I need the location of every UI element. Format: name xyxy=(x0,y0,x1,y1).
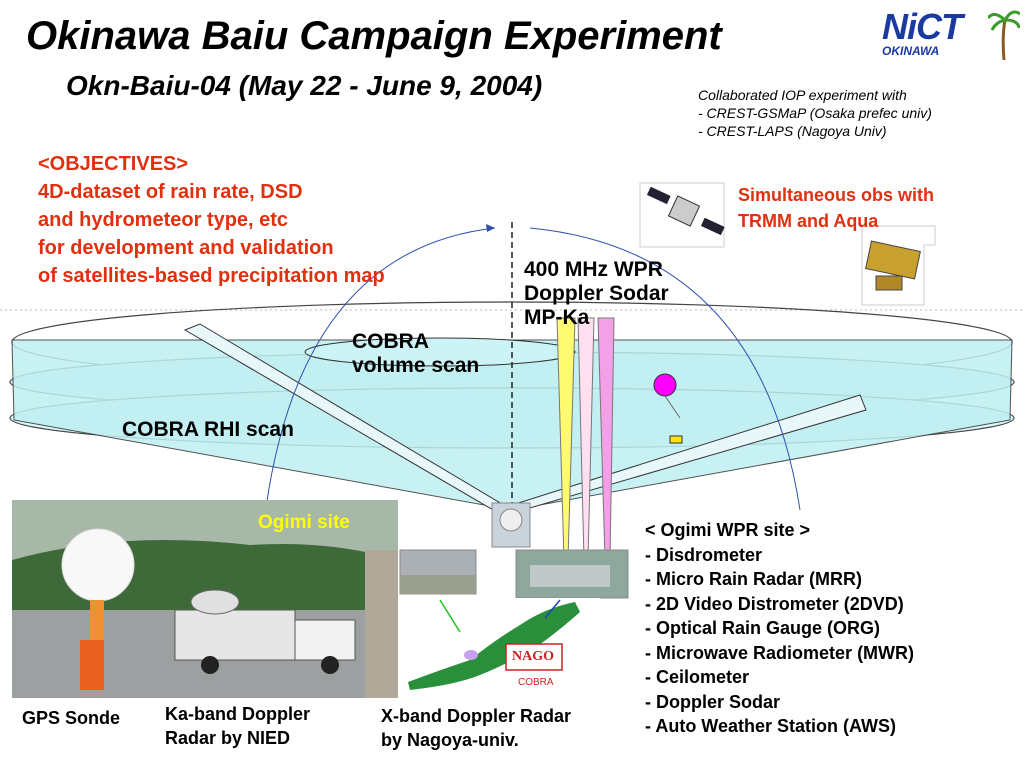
cobra-rhi-label: COBRA RHI scan xyxy=(122,418,294,441)
site-item: - Auto Weather Station (AWS) xyxy=(645,716,896,736)
simultaneous-obs-note: Simultaneous obs with TRMM and Aqua xyxy=(738,182,934,234)
ogimi-wpr-site-list: < Ogimi WPR site > - Disdrometer - Micro… xyxy=(645,518,914,739)
page-title: Okinawa Baiu Campaign Experiment xyxy=(26,14,722,58)
map-nago-label: NAGO xyxy=(512,649,554,664)
cobra-volume-line: volume scan xyxy=(352,354,480,377)
instrument-label: 400 MHz WPR xyxy=(524,258,663,281)
site-item: - Optical Rain Gauge (ORG) xyxy=(645,618,881,638)
scan-arc-right xyxy=(529,227,801,511)
cobra-volume-ellipse xyxy=(304,337,576,367)
scan-arc-left xyxy=(264,227,496,516)
site-item: - Ceilometer xyxy=(645,667,750,687)
map-cobra-label: COBRA xyxy=(518,677,554,688)
site-item: - Microwave Radiometer (MWR) xyxy=(645,642,915,663)
nict-logo: NiCT OKINAWA xyxy=(880,6,1020,60)
x-band-caption-line: X-band Doppler Radar xyxy=(381,706,572,726)
ka-band-caption-line: Radar by NIED xyxy=(165,728,291,748)
x-band-caption: X-band Doppler Radar by Nagoya-univ. xyxy=(381,704,571,752)
palm-tree-icon xyxy=(988,10,1020,60)
site-item: - 2D Video Distrometer (2DVD) xyxy=(645,593,904,614)
cobra-volume-line: COBRA xyxy=(352,330,429,353)
collaboration-line: Collaborated IOP experiment with xyxy=(698,87,907,103)
collaboration-line: - CREST-LAPS (Nagoya Univ) xyxy=(698,123,887,139)
site-item: - Micro Rain Radar (MRR) xyxy=(645,569,863,589)
objectives-line: for development and validation xyxy=(38,237,334,259)
collaboration-note: Collaborated IOP experiment with - CREST… xyxy=(698,86,932,140)
ogimi-site-photos xyxy=(399,549,629,599)
vertical-instruments-label: 400 MHz WPR Doppler Sodar MP-Ka xyxy=(524,258,669,330)
objectives-heading: <OBJECTIVES> xyxy=(38,153,189,175)
okinawa-map xyxy=(400,598,600,692)
simultaneous-line: Simultaneous obs with xyxy=(738,185,935,205)
objectives-line: of satellites-based precipitation map xyxy=(38,265,385,287)
instrument-label: Doppler Sodar xyxy=(524,282,669,305)
site-item: - Doppler Sodar xyxy=(645,691,781,712)
logo-sub-text: OKINAWA xyxy=(882,44,940,58)
objectives-line: 4D-dataset of rain rate, DSD xyxy=(38,181,303,203)
page-subtitle: Okn-Baiu-04 (May 22 - June 9, 2004) xyxy=(66,70,543,101)
objectives-line: and hydrometeor type, etc xyxy=(38,209,289,231)
site-heading: < Ogimi WPR site > xyxy=(645,520,811,540)
balloon-symbol xyxy=(653,373,677,397)
gps-sonde-caption: GPS Sonde xyxy=(22,708,121,728)
simultaneous-line: TRMM and Aqua xyxy=(738,211,879,231)
ka-band-caption: Ka-band Doppler Radar by NIED xyxy=(165,702,310,750)
gps-sonde-photo xyxy=(12,500,398,698)
logo-main-text: NiCT xyxy=(882,6,963,47)
collaboration-line: - CREST-GSMaP (Osaka prefec univ) xyxy=(698,105,932,121)
cobra-volume-label: COBRA volume scan xyxy=(352,330,479,378)
instrument-label: MP-Ka xyxy=(524,306,590,329)
x-band-caption-line: by Nagoya-univ. xyxy=(381,730,519,750)
ogimi-site-label: Ogimi site xyxy=(258,512,350,533)
sonde-symbol xyxy=(669,435,683,444)
site-item: - Disdrometer xyxy=(645,544,763,565)
objectives-block: <OBJECTIVES> 4D-dataset of rain rate, DS… xyxy=(38,150,385,290)
ka-band-caption-line: Ka-band Doppler xyxy=(165,704,311,724)
